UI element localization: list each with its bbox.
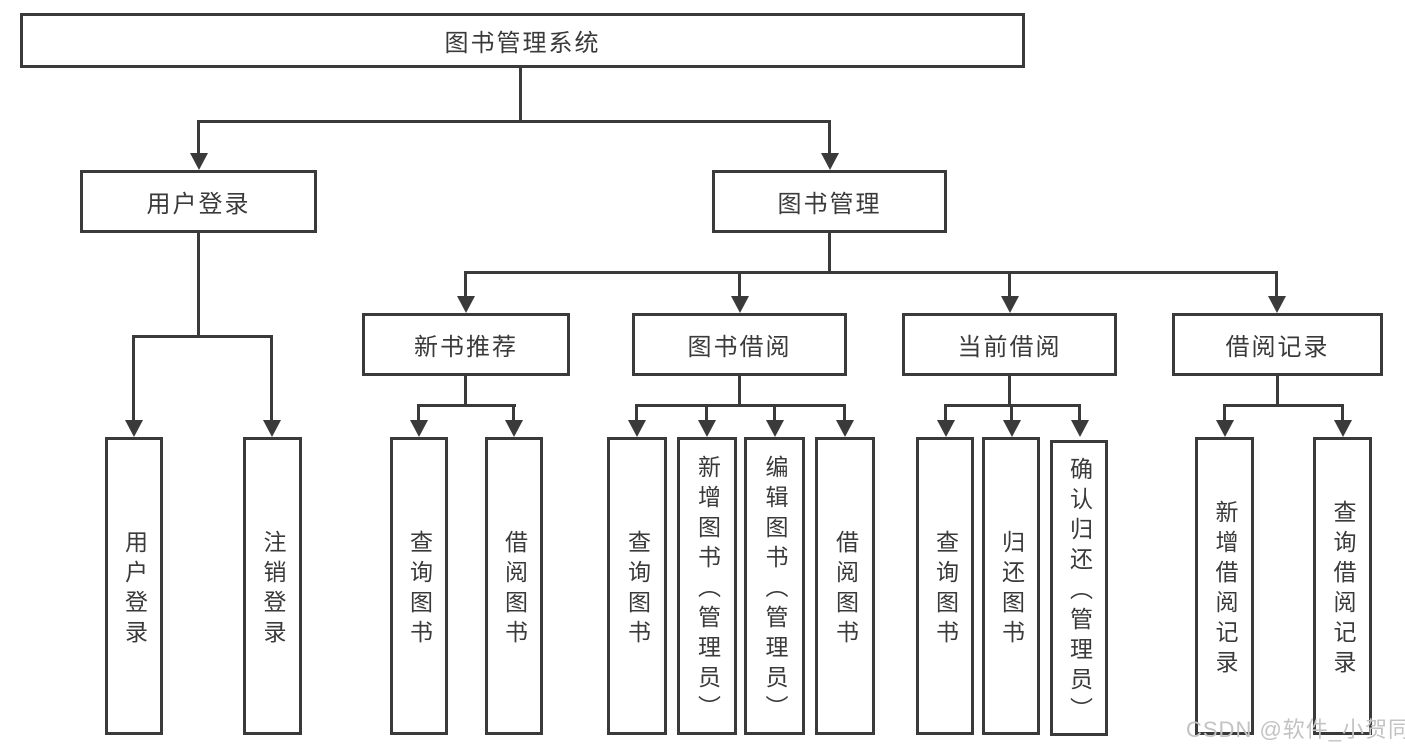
leaf-label: 新增图书（管理员） [694, 454, 721, 725]
arrowhead-query-books-2 [628, 420, 646, 437]
connector-to-query-books-3 [944, 404, 947, 421]
arrowhead-add-books [698, 420, 716, 437]
connector-to-confirm-return [1078, 404, 1081, 421]
connector-records-drop [1276, 376, 1279, 407]
connector-to-borrow-records [1275, 274, 1278, 298]
leaf-label: 编辑图书（管理员） [762, 454, 788, 725]
node-user-login: 用户登录 [80, 170, 317, 233]
connector-to-book-management [828, 120, 831, 156]
connector-book-mgmt-drop [828, 233, 831, 274]
connector-to-leaf-user-login [132, 335, 135, 421]
connector-recommend-bus [417, 404, 516, 407]
node-book-management: 图书管理 [712, 170, 947, 233]
leaf-return-books: 归还图书 [982, 437, 1040, 735]
node-root-library-system: 图书管理系统 [20, 13, 1025, 68]
connector-to-query-books-1 [417, 404, 420, 421]
leaf-label: 新增借阅记录 [1212, 499, 1238, 680]
connector-borrowing-drop [738, 376, 741, 407]
connector-to-user-login [197, 120, 200, 156]
connector-borrowing-bus [635, 404, 846, 407]
connector-to-add-record [1223, 404, 1226, 421]
connector-root-drop [519, 68, 522, 120]
connector-to-book-borrowing [738, 274, 741, 298]
leaf-label: 注销登录 [260, 529, 286, 650]
connector-to-add-books [705, 404, 708, 421]
leaf-label: 查询图书 [624, 529, 651, 650]
arrowhead-add-record [1216, 420, 1234, 437]
arrowhead-user-login [190, 153, 208, 170]
arrowhead-new-book-recommend [457, 296, 475, 313]
leaf-add-borrow-record: 新增借阅记录 [1195, 437, 1254, 735]
leaf-borrow-books-2: 借阅图书 [815, 437, 875, 735]
leaf-label: 查询借阅记录 [1330, 499, 1356, 680]
node-current-borrowing: 当前借阅 [902, 313, 1117, 376]
connector-level2-bus [197, 120, 831, 123]
arrowhead-leaf-user-login [125, 420, 143, 437]
leaf-label: 查询图书 [406, 529, 433, 650]
node-borrow-records: 借阅记录 [1172, 313, 1383, 376]
leaf-label: 确认归还（管理员） [1066, 456, 1093, 727]
leaf-label: 借阅图书 [501, 529, 528, 650]
leaf-query-books-3: 查询图书 [916, 437, 974, 735]
connector-to-borrow-books-2 [843, 404, 846, 421]
connector-to-query-record [1341, 404, 1344, 421]
leaf-confirm-return-admin: 确认归还（管理员） [1050, 440, 1108, 736]
connector-to-edit-books [773, 404, 776, 421]
leaf-query-books-1: 查询图书 [390, 437, 448, 735]
connector-user-login-bus [132, 335, 273, 338]
arrowhead-book-borrowing [731, 296, 749, 313]
leaf-query-books-2: 查询图书 [607, 437, 667, 735]
arrowhead-return-books [1003, 420, 1021, 437]
leaf-label: 借阅图书 [832, 529, 859, 650]
connector-to-borrow-books-1 [512, 404, 515, 421]
connector-records-bus [1223, 404, 1344, 407]
leaf-borrow-books-1: 借阅图书 [485, 437, 543, 735]
arrowhead-borrow-books-2 [836, 420, 854, 437]
leaf-add-books-admin: 新增图书（管理员） [677, 437, 737, 735]
connector-to-current-borrowing [1008, 274, 1011, 298]
connector-to-leaf-logout [270, 335, 273, 421]
arrowhead-current-borrowing [1001, 296, 1019, 313]
arrowhead-book-management [821, 153, 839, 170]
node-new-book-recommend: 新书推荐 [362, 313, 570, 376]
leaf-logout: 注销登录 [243, 437, 302, 735]
leaf-edit-books-admin: 编辑图书（管理员） [744, 437, 805, 735]
csdn-watermark: CSDN @软件_小贺同学 [1186, 717, 1405, 742]
leaf-label: 归还图书 [998, 529, 1025, 650]
leaf-query-borrow-record: 查询借阅记录 [1313, 437, 1372, 735]
connector-recommend-drop [464, 376, 467, 407]
arrowhead-query-books-3 [937, 420, 955, 437]
leaf-label: 查询图书 [932, 529, 959, 650]
arrowhead-borrow-records [1268, 296, 1286, 313]
arrowhead-confirm-return [1071, 420, 1089, 437]
arrowhead-query-books-1 [410, 420, 428, 437]
leaf-label: 用户登录 [121, 529, 148, 650]
connector-to-new-book-recommend [464, 274, 467, 298]
leaf-user-login: 用户登录 [105, 437, 163, 735]
arrowhead-borrow-books-1 [505, 420, 523, 437]
connector-level3-bus [464, 271, 1278, 274]
connector-current-drop [1008, 376, 1011, 407]
node-book-borrowing: 图书借阅 [632, 313, 847, 376]
connector-user-login-drop [197, 233, 200, 335]
connector-to-query-books-2 [635, 404, 638, 421]
arrowhead-leaf-logout [263, 420, 281, 437]
arrowhead-edit-books [766, 420, 784, 437]
arrowhead-query-record [1334, 420, 1352, 437]
connector-to-return-books [1010, 404, 1013, 421]
